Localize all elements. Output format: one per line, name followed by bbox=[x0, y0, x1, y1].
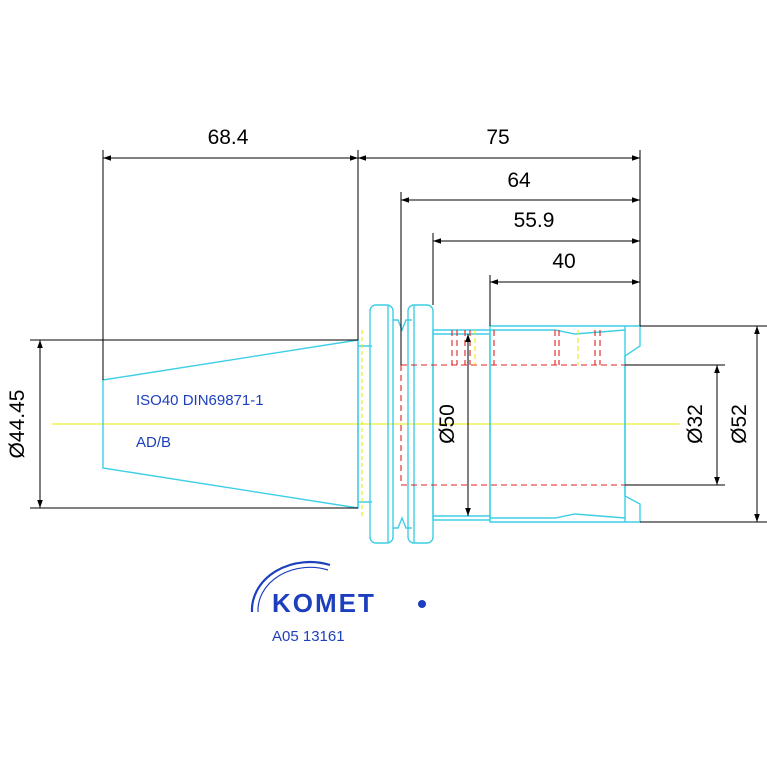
dim-label-length-40: 40 bbox=[552, 250, 575, 273]
komet-logo: KOMET bbox=[250, 560, 426, 618]
bore-yellow-lines bbox=[474, 330, 579, 365]
komet-brand-text: KOMET bbox=[272, 588, 376, 618]
dimension-lines bbox=[30, 150, 767, 523]
part-standard: ISO40 DIN69871-1 bbox=[136, 392, 264, 409]
dim-label-overall-length: 75 bbox=[486, 126, 509, 149]
dim-label-bore-diameter: Ø32 bbox=[684, 404, 707, 444]
catalog-number: A05 13161 bbox=[272, 628, 345, 645]
dim-label-body-diameter: Ø50 bbox=[436, 404, 459, 444]
dim-label-head-diameter: Ø52 bbox=[728, 404, 751, 444]
flange bbox=[369, 304, 394, 544]
dim-label-length-55-9: 55.9 bbox=[514, 209, 555, 232]
dim-label-length-64: 64 bbox=[507, 169, 531, 192]
part-version: AD/B bbox=[136, 434, 171, 451]
dim-label-taper-length: 68.4 bbox=[208, 126, 249, 149]
komet-arc-logo-icon bbox=[250, 560, 331, 613]
dim-label-taper-diameter: Ø44.45 bbox=[6, 390, 29, 459]
